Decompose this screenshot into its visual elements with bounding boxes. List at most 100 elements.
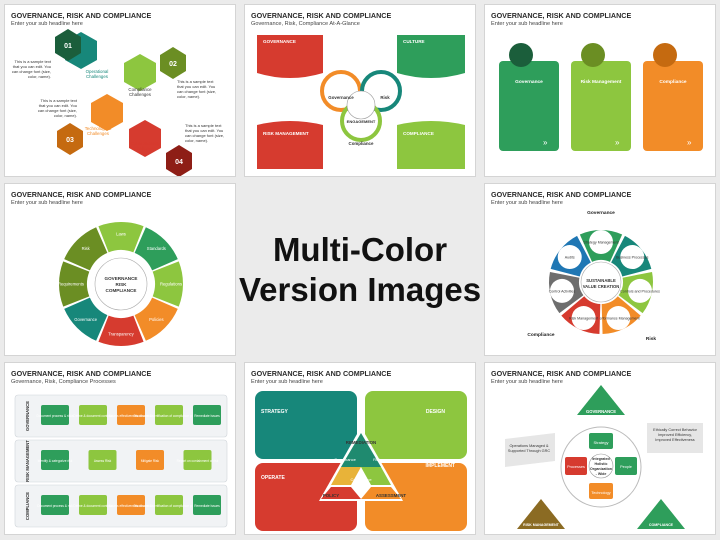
box-title: GOVERNANCE bbox=[263, 39, 296, 44]
hexagon-shape bbox=[91, 94, 123, 131]
ring-segment bbox=[134, 227, 178, 271]
slide-title: GOVERNANCE, RISK AND COMPLIANCE bbox=[491, 11, 632, 20]
hex-label: Challenges bbox=[134, 146, 157, 151]
column-icon-circle bbox=[509, 43, 533, 67]
hexagon-number-bg bbox=[160, 47, 186, 79]
column-icon-circle bbox=[581, 43, 605, 67]
svg-text:This is a sample text: This is a sample text bbox=[15, 59, 52, 64]
outer-label: Risk bbox=[646, 336, 656, 342]
slide-title: GOVERNANCE, RISK AND COMPLIANCE bbox=[491, 190, 632, 199]
slide-thumbnail-4[interactable]: GOVERNANCE, RISK AND COMPLIANCE Enter yo… bbox=[4, 183, 236, 356]
chevron-icon: » bbox=[543, 138, 548, 147]
segment-icon-circle bbox=[571, 306, 596, 331]
cell-label: Disclosure & certification of compliance… bbox=[134, 414, 205, 418]
center-circle bbox=[580, 261, 622, 303]
process-cell bbox=[193, 405, 221, 425]
inner-box bbox=[589, 483, 613, 499]
slide-thumbnail-7[interactable]: GOVERNANCE, RISK AND COMPLIANCE Enter yo… bbox=[244, 362, 476, 535]
cell-label: Mitigate Risk bbox=[141, 459, 160, 463]
inner-label: Technology bbox=[591, 491, 610, 495]
column-shape bbox=[499, 61, 559, 151]
center-label: VALUE CREATION bbox=[583, 284, 620, 289]
three-column-diagram: Governance Risk Management Compliance » … bbox=[499, 43, 703, 151]
right-box-text: Improved Efficiency, bbox=[658, 433, 692, 437]
ring-segment bbox=[58, 261, 90, 307]
slide-thumbnail-6[interactable]: GOVERNANCE, RISK AND COMPLIANCE Governan… bbox=[4, 362, 236, 535]
left-box-text: Supported Through GRC bbox=[508, 449, 550, 453]
triangle-bottom-right bbox=[361, 487, 401, 499]
cell-label: Assess effectiveness of controls bbox=[108, 414, 154, 418]
triangle-left bbox=[331, 467, 361, 485]
segment-label: Governance bbox=[74, 317, 97, 322]
cell-label: Assess effectiveness of controls bbox=[108, 504, 154, 508]
sample-text-left-bottom: This is a sample text that you can edit.… bbox=[38, 98, 78, 118]
row-label: COMPLIANCE bbox=[25, 492, 30, 520]
cell-label: Remediate Issues bbox=[194, 504, 220, 508]
process-cell bbox=[155, 405, 183, 425]
hexagon-number-bg bbox=[55, 29, 81, 61]
center-circle bbox=[346, 90, 376, 120]
ring-segment bbox=[98, 222, 144, 253]
chevron-icon: » bbox=[687, 138, 692, 147]
quadrant-title: STRATEGY bbox=[261, 409, 289, 415]
segment-label: Risk Management bbox=[569, 317, 598, 321]
hexagon-shape bbox=[124, 54, 156, 91]
center-label: Integrated bbox=[592, 457, 609, 461]
slide-thumbnail-8[interactable]: GOVERNANCE, RISK AND COMPLIANCE Enter yo… bbox=[484, 362, 716, 535]
center-circle bbox=[588, 453, 614, 479]
cell-label: Disclosure & certification of compliance… bbox=[134, 504, 205, 508]
slide-thumbnail-1[interactable]: GOVERNANCE, RISK AND COMPLIANCE Enter yo… bbox=[4, 4, 236, 177]
outer-label: Compliance bbox=[527, 332, 555, 338]
outer-ring bbox=[560, 426, 642, 508]
center-label: Holistic bbox=[595, 462, 608, 466]
hex-label: Challenges bbox=[86, 74, 109, 79]
slide-subheadline: Enter your sub headline here bbox=[491, 200, 563, 206]
segment-label: Control Activities bbox=[549, 289, 576, 293]
box-shape bbox=[397, 35, 465, 78]
heading-line-1: Multi-Color bbox=[272, 231, 448, 268]
hex-number: 04 bbox=[175, 159, 183, 166]
segment-label: Performance Management bbox=[597, 317, 640, 321]
process-cell bbox=[41, 405, 69, 425]
cell-label: Define & document controls bbox=[73, 414, 113, 418]
slide-title: GOVERNANCE, RISK AND COMPLIANCE bbox=[11, 369, 152, 378]
hexagon-number-bg bbox=[57, 123, 83, 155]
quadrant-title: IMPLEMENT bbox=[426, 463, 455, 469]
slide-subheadline: Enter your sub headline here bbox=[251, 379, 323, 385]
at-a-glance-diagram: GOVERNANCE CULTURE RISK MANAGEMENT COMPL… bbox=[257, 35, 465, 169]
segment-icon-circle bbox=[589, 230, 613, 254]
box-shape bbox=[257, 35, 323, 78]
cell-label: Report on containment of risk bbox=[177, 459, 219, 463]
center-circle bbox=[94, 257, 148, 311]
box-title: RISK MANAGEMENT bbox=[263, 131, 309, 136]
slide-thumbnail-3[interactable]: GOVERNANCE, RISK AND COMPLIANCE Enter yo… bbox=[484, 4, 716, 177]
svg-text:that you can edit. You: that you can edit. You bbox=[185, 128, 223, 133]
segment-label: Transparency bbox=[108, 332, 134, 337]
slide-subheadline: Governance, Risk, Compliance At-A-Glance bbox=[251, 21, 360, 27]
segment-icon-circle bbox=[606, 306, 631, 331]
column-shape bbox=[571, 61, 631, 151]
box-title: CULTURE bbox=[403, 39, 425, 44]
triangle-right bbox=[361, 467, 391, 485]
hexagon-shape bbox=[129, 120, 161, 157]
segment-icon-circle bbox=[550, 278, 575, 303]
hex-number: 03 bbox=[66, 137, 74, 144]
cell-label: Remediate Issues bbox=[194, 414, 220, 418]
slide-title: GOVERNANCE, RISK AND COMPLIANCE bbox=[251, 11, 392, 20]
triangle-label: Risk bbox=[373, 457, 381, 462]
hex-label: Compliance bbox=[128, 87, 152, 92]
process-cell bbox=[155, 495, 183, 515]
slide-thumbnail-5[interactable]: GOVERNANCE, RISK AND COMPLIANCE Enter yo… bbox=[484, 183, 716, 356]
center-label: ENGAGEMENT bbox=[347, 119, 376, 124]
inner-label: Processes bbox=[567, 465, 585, 469]
process-cell bbox=[193, 495, 221, 515]
center-label: Organization bbox=[590, 467, 612, 471]
segment-label: Business Processes bbox=[616, 256, 649, 260]
slide-thumbnail-2[interactable]: GOVERNANCE, RISK AND COMPLIANCE Governan… bbox=[244, 4, 476, 177]
process-cell bbox=[41, 495, 69, 515]
left-info-box bbox=[505, 433, 555, 467]
quadrant-title: DESIGN bbox=[426, 409, 446, 415]
process-cell bbox=[41, 450, 69, 470]
chevron-icon: » bbox=[615, 138, 620, 147]
